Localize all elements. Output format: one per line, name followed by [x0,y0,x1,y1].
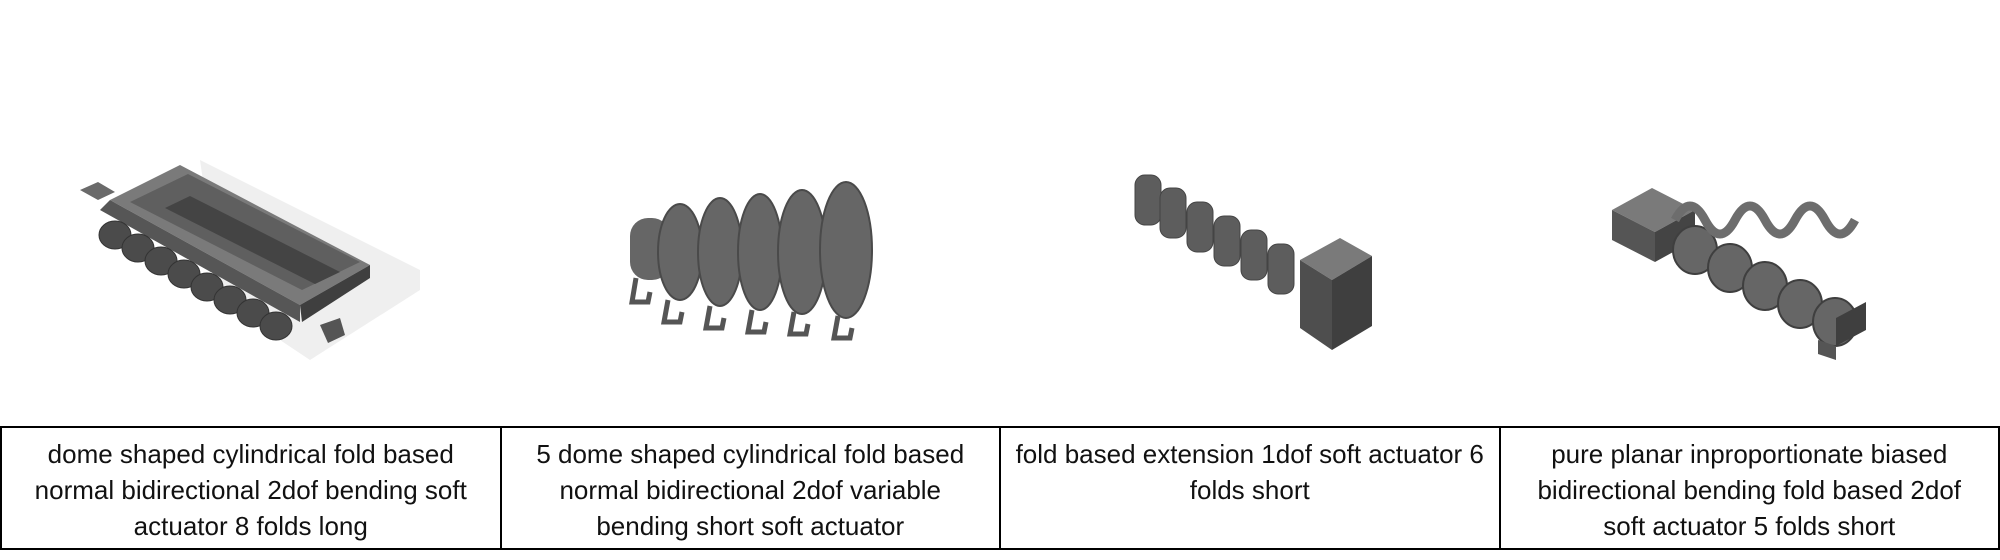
dome-actuator-5-image [629,181,873,341]
caption-cell-3: fold based extension 1dof soft actuator … [1001,428,1501,548]
actuator-illustration-4 [1600,140,2000,400]
caption-cell-4: pure planar inproportionate biased bidir… [1501,428,1999,548]
caption-table: dome shaped cylindrical fold based norma… [0,426,2000,550]
caption-cell-2: 5 dome shaped cylindrical fold based nor… [502,428,1001,548]
extension-actuator-image [1134,174,1372,350]
actuator-illustration-1 [70,140,530,400]
caption-text-3: fold based extension 1dof soft actuator … [1015,439,1484,505]
actuator-illustration-2 [520,140,980,400]
caption-text-4: pure planar inproportionate biased bidir… [1537,439,1962,541]
caption-cell-1: dome shaped cylindrical fold based norma… [2,428,502,548]
caption-text-2: 5 dome shaped cylindrical fold based nor… [536,439,965,541]
actuator-illustration-3 [1110,140,1570,400]
planar-bending-actuator-image [1612,188,1866,360]
dome-actuator-long-image [80,160,420,360]
caption-text-1: dome shaped cylindrical fold based norma… [34,439,467,541]
